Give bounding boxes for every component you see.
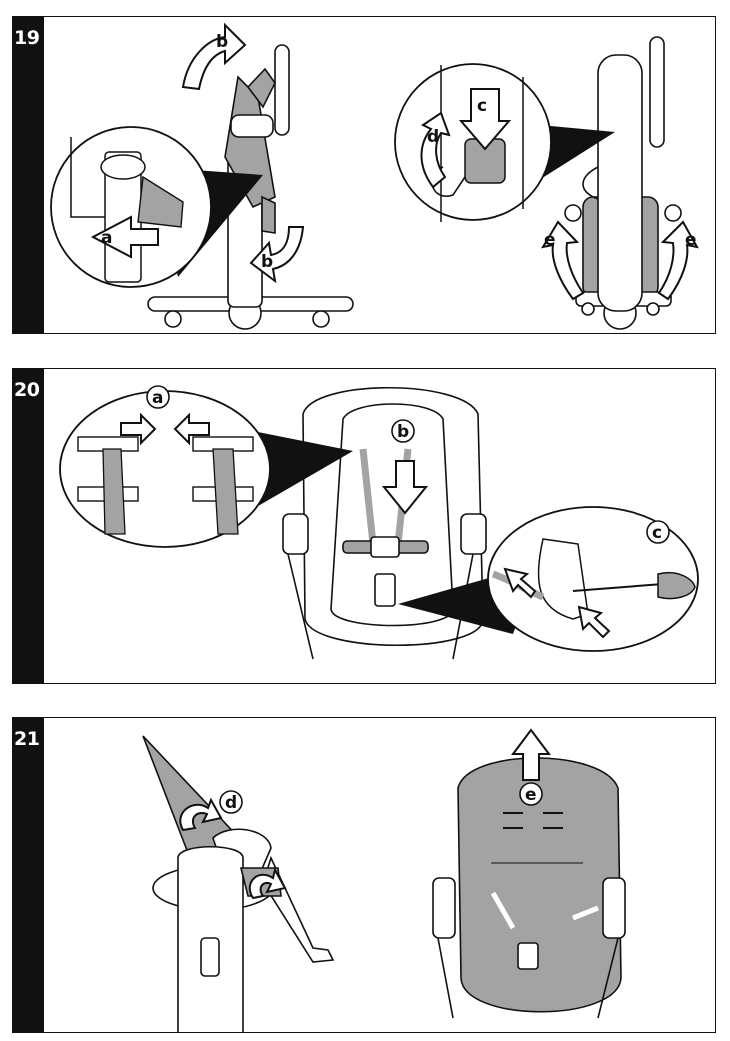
step-21-panel: 21 d (12, 717, 716, 1033)
zoom-detail-a (50, 126, 212, 288)
arrow-b-bottom-icon: b (249, 226, 305, 284)
step-number-stripe: 20 (13, 369, 44, 683)
step-number: 21 (14, 728, 40, 750)
arrow-c-up-icon (503, 567, 537, 599)
zoom-detail-cd (394, 63, 552, 222)
arrow-d-rotate-icon: d (179, 790, 287, 900)
label-b-bottom: b (261, 252, 273, 272)
label-e-right: e (685, 230, 697, 250)
seat-pad-back-view (432, 757, 626, 1019)
arrow-c-icon: c (458, 88, 512, 151)
label-b: b (397, 422, 409, 442)
label-e: e (525, 785, 537, 805)
chair-back-view (564, 36, 682, 330)
zoom-pointer (243, 429, 353, 509)
label-a: a (152, 388, 163, 408)
arrow-c-down-icon (577, 605, 611, 639)
step-19-illustration: a b b (50, 22, 699, 330)
arrows-a-icon: a (120, 385, 210, 446)
arrow-e-left-icon: e (540, 220, 585, 301)
zoom-detail-a (59, 390, 271, 548)
arrow-d-icon: d (420, 111, 451, 189)
arrow-a-icon: a (90, 215, 159, 259)
label-e-left: e (544, 230, 556, 250)
arrow-b-top-icon: b (181, 22, 247, 91)
step-20-panel: 20 a (12, 368, 716, 684)
label-b-top: b (216, 32, 228, 52)
arrow-b-icon: b (381, 419, 429, 515)
step-number-stripe: 19 (13, 17, 44, 333)
arrow-e-up-icon: e (511, 728, 551, 806)
label-d: d (225, 793, 237, 813)
label-d: d (427, 127, 439, 147)
step-number: 20 (14, 379, 40, 401)
step-number: 19 (14, 27, 40, 49)
label-a: a (101, 228, 112, 248)
label-c-badge: c (646, 520, 670, 544)
label-c: c (652, 523, 662, 543)
chair-side-tilt (142, 735, 335, 1032)
arrow-e-right-icon: e (657, 220, 699, 301)
step-number-stripe: 21 (13, 718, 44, 1032)
step-20-illustration: a b c (59, 385, 699, 660)
step-19-panel: 19 a b (12, 16, 716, 334)
label-c: c (477, 96, 487, 116)
step-21-illustration: d e (142, 728, 626, 1032)
